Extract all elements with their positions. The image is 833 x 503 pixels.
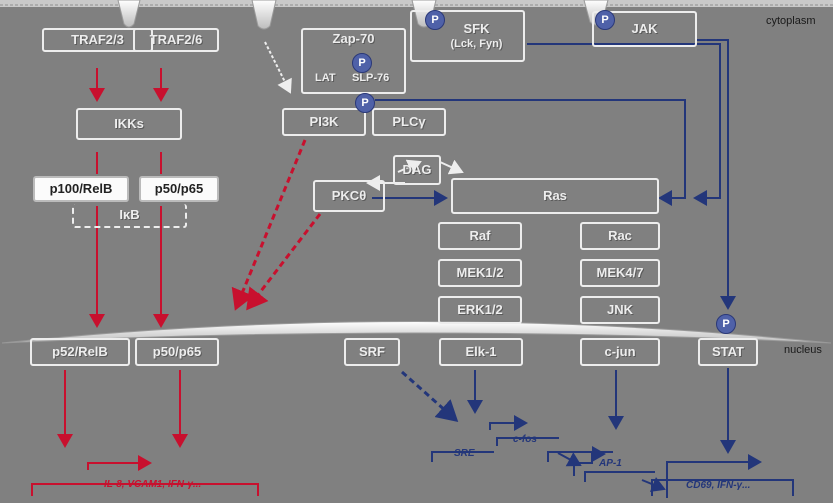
node-zap70: Zap-70 — [301, 28, 406, 94]
node-p100-relb: p100/RelB — [33, 176, 129, 202]
node-pkc-theta: PKCθ — [313, 180, 385, 212]
node-rac: Rac — [580, 222, 660, 250]
nfkb-pathway-arrows — [31, 68, 322, 496]
node-raf: Raf — [438, 222, 522, 250]
mapk-pathway-arrows — [372, 39, 794, 498]
node-lat: LAT — [315, 72, 336, 84]
sfk-members: (Lck, Fyn) — [450, 37, 503, 50]
node-traf23: TRAF2/3 — [42, 28, 153, 52]
node-mek12: MEK1/2 — [438, 259, 522, 287]
node-stat: STAT — [698, 338, 758, 366]
node-mek47: MEK4/7 — [580, 259, 660, 287]
node-erk12: ERK1/2 — [438, 296, 522, 324]
node-dag: DAG — [393, 155, 441, 185]
phospho-stat: P — [716, 314, 736, 334]
node-ras: Ras — [451, 178, 659, 214]
cytoplasm-label: cytoplasm — [766, 15, 816, 27]
phospho-zap70: P — [352, 53, 372, 73]
gene-sre: SRE — [454, 448, 475, 459]
phospho-jak: P — [595, 10, 615, 30]
node-elk1: Elk-1 — [439, 338, 523, 366]
gene-ap1: AP-1 — [599, 458, 622, 469]
gene-cfos: c-fos — [513, 434, 537, 445]
node-ikb: IκB — [72, 204, 187, 228]
nuclear-envelope — [1, 321, 832, 344]
node-srf: SRF — [344, 338, 400, 366]
node-sfk: SFK (Lck, Fyn) — [410, 10, 525, 62]
nucleus-label: nucleus — [784, 344, 822, 356]
node-traf26: TRAF2/6 — [133, 28, 219, 52]
node-ikks: IKKs — [76, 108, 182, 140]
node-p52-relb: p52/RelB — [30, 338, 130, 366]
cd69-target-genes: CD69, IFN-γ... — [686, 480, 751, 491]
node-jak: JAK — [592, 11, 697, 47]
nfkb-target-genes: IL-8, VCAM1, IFN-γ... — [104, 479, 202, 490]
phospho-slp76: P — [355, 93, 375, 113]
node-cjun: c-jun — [580, 338, 660, 366]
node-slp76: SLP-76 — [352, 72, 390, 84]
phospho-sfk: P — [425, 10, 445, 30]
sfk-label: SFK — [463, 20, 490, 36]
node-pi3k: PI3K — [282, 108, 366, 136]
node-jnk: JNK — [580, 296, 660, 324]
node-plcg: PLCγ — [372, 108, 446, 136]
node-p50-p65-cytoplasm: p50/p65 — [139, 176, 219, 202]
node-p50-p65-nucleus: p50/p65 — [135, 338, 219, 366]
